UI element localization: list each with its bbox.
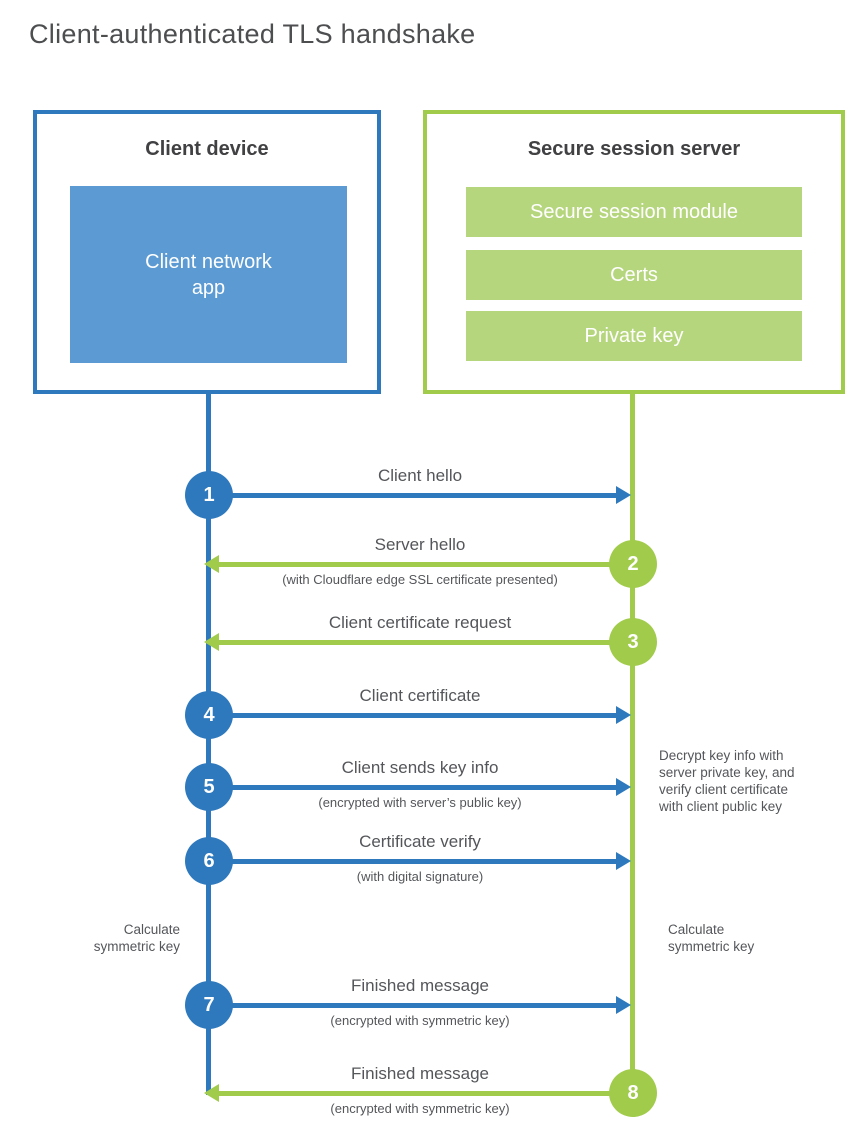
- step-3-label: Client certificate request: [328, 613, 512, 632]
- client-calculate-note: Calculate symmetric key: [93, 922, 180, 954]
- step-4-circle: 4: [185, 691, 233, 739]
- step-3-arrow-line: [219, 640, 633, 645]
- step-5-circle: 5: [185, 763, 233, 811]
- step-1-arrow-head: [616, 486, 631, 504]
- client-network-app-box: Client network app: [70, 186, 347, 363]
- step-2-label: Server hello: [374, 535, 466, 554]
- client-device-box: Client device Client network app: [33, 110, 381, 394]
- secure-session-server-title: Secure session server: [527, 138, 741, 160]
- step-6-label: Certificate verify: [359, 832, 481, 851]
- step-1-label: Client hello: [377, 466, 463, 485]
- step-7-subtext: (encrypted with symmetric key): [330, 1013, 510, 1028]
- step-1-circle: 1: [185, 471, 233, 519]
- step-5-subtext: (encrypted with server’s public key): [318, 795, 522, 810]
- step-2-circle: 2: [609, 540, 657, 588]
- step-2-subtext: (with Cloudflare edge SSL certificate pr…: [282, 572, 558, 587]
- client-lifeline: [206, 392, 211, 1095]
- step-6-circle: 6: [185, 837, 233, 885]
- step-7-circle: 7: [185, 981, 233, 1029]
- module-secure-session-module: Secure session module: [466, 187, 802, 237]
- step-8-subtext: (encrypted with symmetric key): [330, 1101, 510, 1116]
- step-7-label: Finished message: [351, 976, 489, 995]
- step-8-arrow-head: [204, 1084, 219, 1102]
- step-1-arrow-line: [209, 493, 616, 498]
- step-8-circle: 8: [609, 1069, 657, 1117]
- step-4-arrow-line: [209, 713, 616, 718]
- module-certs: Certs: [466, 250, 802, 300]
- step-3-circle: 3: [609, 618, 657, 666]
- step-2-arrow-head: [204, 555, 219, 573]
- step-4-label: Client certificate: [359, 686, 481, 705]
- step-6-arrow-line: [209, 859, 616, 864]
- server-calculate-note: Calculate symmetric key: [668, 922, 755, 954]
- step-6-arrow-head: [616, 852, 631, 870]
- module-private-key: Private key: [466, 311, 802, 361]
- step-4-arrow-head: [616, 706, 631, 724]
- page-title: Client-authenticated TLS handshake: [29, 19, 476, 49]
- client-device-title: Client device: [145, 138, 269, 160]
- step-7-arrow-head: [616, 996, 631, 1014]
- step-5-arrow-line: [209, 785, 616, 790]
- step-8-arrow-line: [219, 1091, 633, 1096]
- step-5-arrow-head: [616, 778, 631, 796]
- step-2-arrow-line: [219, 562, 633, 567]
- step-7-arrow-line: [209, 1003, 616, 1008]
- decrypt-note: Decrypt key info with server private key…: [659, 748, 795, 814]
- step-3-arrow-head: [204, 633, 219, 651]
- step-8-label: Finished message: [351, 1064, 489, 1083]
- secure-session-server-box: Secure session server Secure session mod…: [423, 110, 845, 394]
- server-lifeline: [630, 392, 635, 1093]
- step-6-subtext: (with digital signature): [356, 869, 484, 884]
- step-5-label: Client sends key info: [341, 758, 499, 777]
